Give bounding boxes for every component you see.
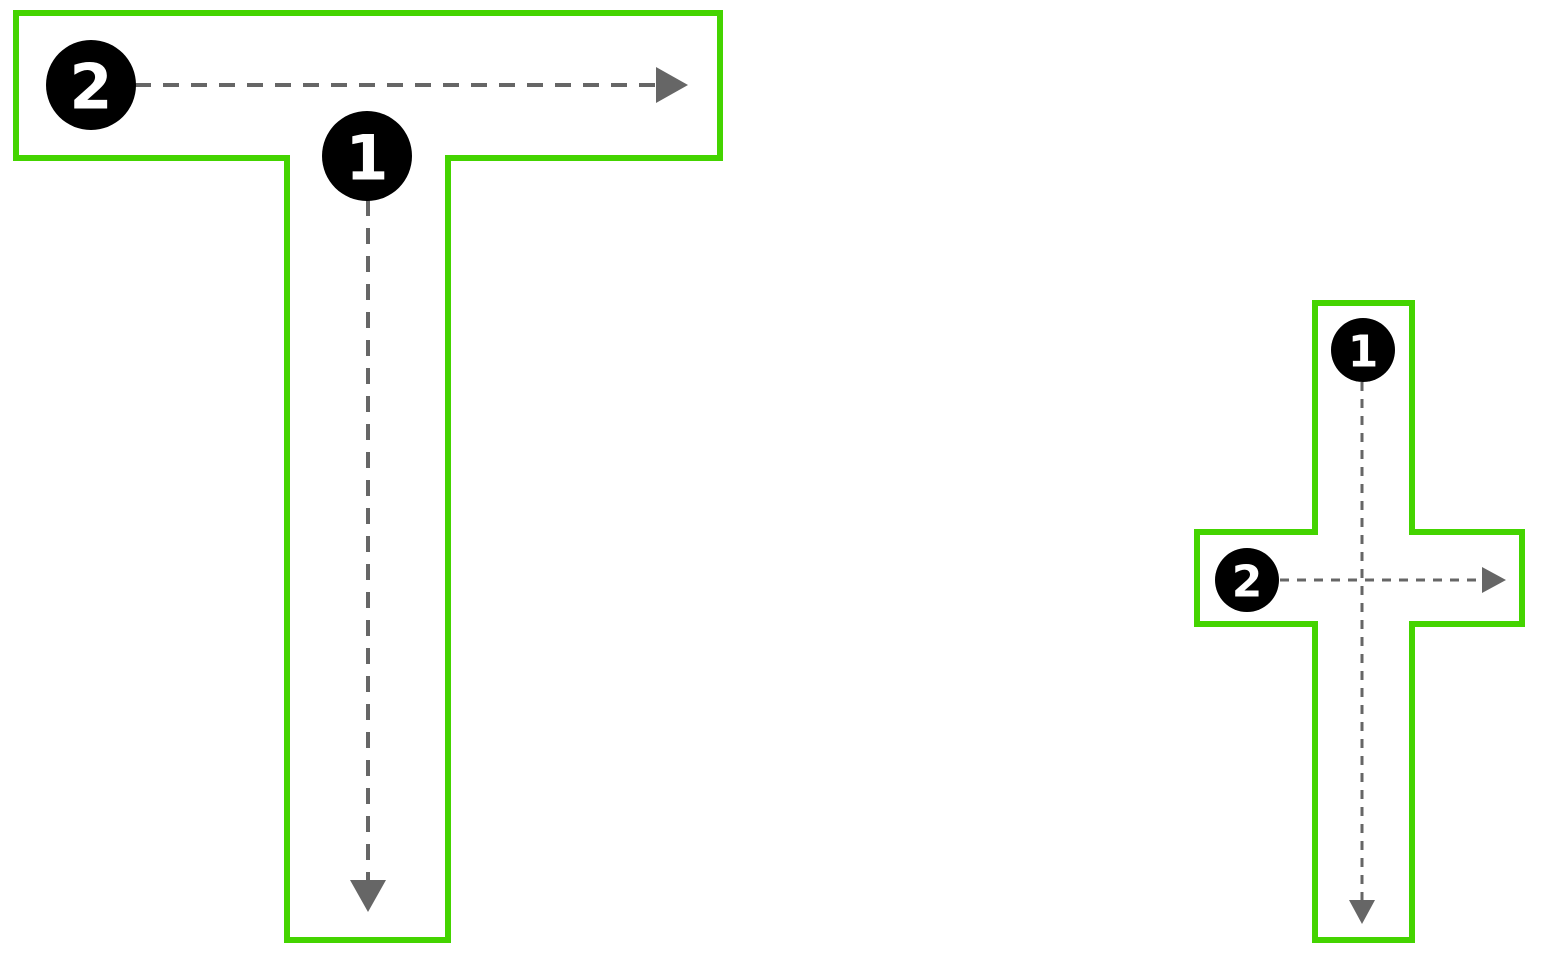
cross-step-2-number: 2: [1232, 557, 1263, 608]
cross-stroke-1: 1: [1331, 318, 1395, 924]
cross-stroke-2: 2: [1215, 548, 1506, 612]
letter-t-step-2-badge: [46, 40, 136, 130]
cross-outline: [1194, 300, 1525, 943]
cross-stroke-1-arrowhead-icon: [1349, 900, 1375, 924]
letter-t-outline: [13, 10, 723, 943]
cross-step-1-number: 1: [1348, 327, 1379, 378]
letter-t-stroke-2: 2: [46, 40, 688, 130]
letter-t-step-1-badge: [322, 111, 412, 201]
cross-figure: 1 2: [1194, 300, 1525, 943]
letter-t-stroke-2-arrowhead-icon: [656, 67, 688, 103]
letter-t-figure: 1 2: [13, 10, 723, 943]
cross-stroke-2-arrowhead-icon: [1482, 567, 1506, 593]
letter-t-step-1-number: 1: [345, 122, 388, 195]
cross-step-2-badge: [1215, 548, 1279, 612]
letter-t-stroke-1: 1: [322, 111, 412, 912]
letter-t-stroke-1-arrowhead-icon: [350, 880, 386, 912]
letter-t-step-2-number: 2: [69, 51, 112, 124]
cross-step-1-badge: [1331, 318, 1395, 382]
